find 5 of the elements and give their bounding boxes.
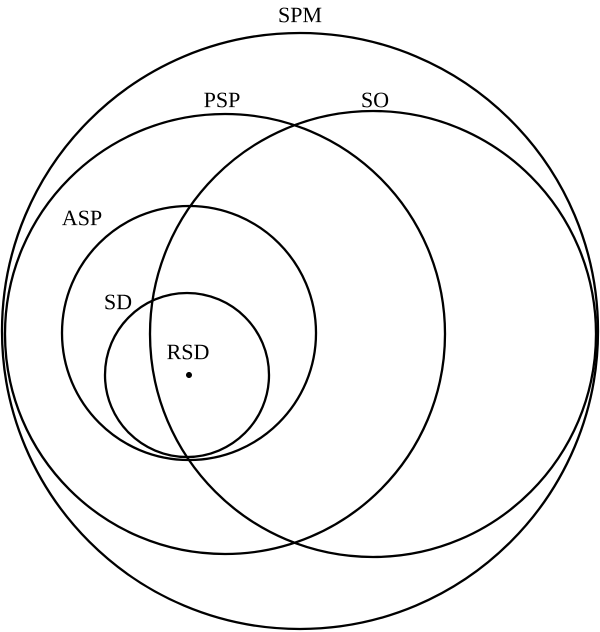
labeled-point: RSD [167,344,209,378]
node-label: SPM [279,8,322,22]
node-label: RSD [167,344,209,360]
node-label: PSP [204,92,240,108]
node-label: SO [362,92,388,108]
